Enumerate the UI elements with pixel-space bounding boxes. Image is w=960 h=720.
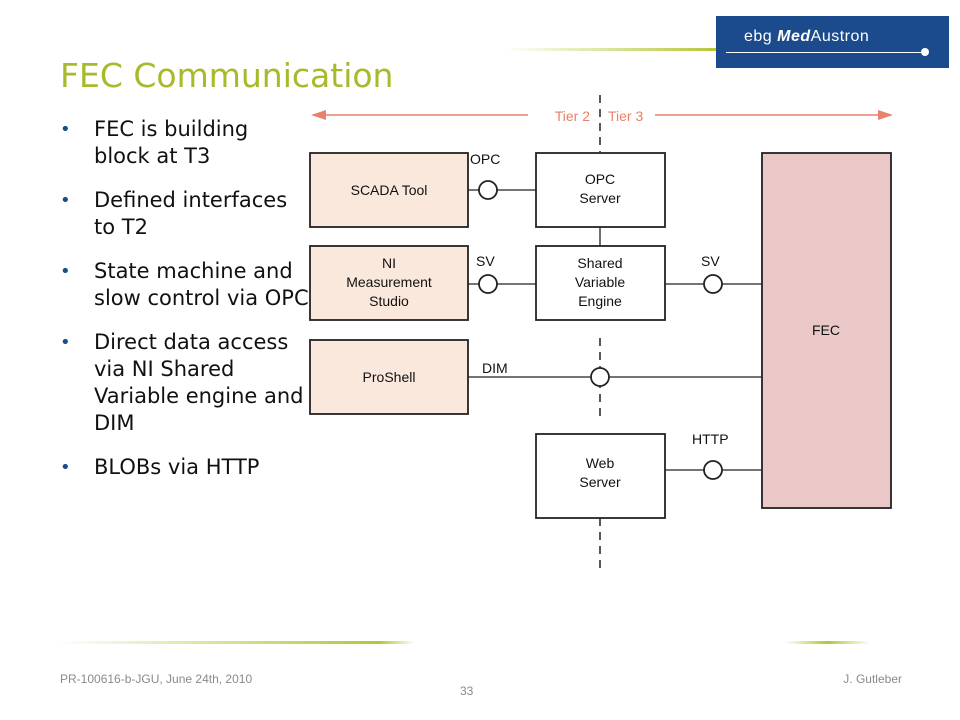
sv-right-interface-label: SV — [701, 253, 720, 269]
logo-dot — [921, 48, 929, 56]
page-number: 33 — [460, 684, 474, 698]
bullet-item: •State machine and slow control via OPC — [60, 259, 309, 310]
scada-tool-label: SCADA Tool — [351, 182, 428, 198]
http-interface-icon — [703, 460, 723, 480]
opc-interface-icon — [478, 180, 498, 200]
opc-interface-label: OPC — [470, 151, 500, 167]
slide-title: FEC Communication — [60, 56, 394, 95]
tier3-arrowhead — [878, 110, 893, 120]
sv-left-interface-label: SV — [476, 253, 495, 269]
web-server-label-line2: Server — [579, 474, 621, 490]
footer-author: J. Gutleber — [843, 672, 902, 686]
logo-text: ebg MedAustron — [744, 28, 870, 45]
dim-interface-icon — [590, 367, 610, 387]
sve-label-line2: Variable — [575, 274, 626, 290]
sve-label-line1: Shared — [577, 255, 622, 271]
sv-left-interface-icon — [478, 274, 498, 294]
opc-server-box — [535, 152, 666, 228]
bullet-icon: • — [60, 119, 71, 140]
sve-label-line3: Engine — [578, 293, 622, 309]
scada-tool-box — [309, 152, 469, 228]
bullet-item: •Defined interfaces to T2 — [60, 188, 288, 239]
logo-rule — [726, 52, 926, 53]
web-server-box — [535, 433, 666, 519]
dim-interface-label: DIM — [482, 360, 508, 376]
proshell-label: ProShell — [363, 369, 416, 385]
logo-accent-line — [505, 48, 720, 51]
fec-label: FEC — [812, 322, 840, 338]
footer-accent-line-left — [55, 641, 415, 644]
bullet-icon: • — [60, 332, 71, 353]
footer-accent-line-right — [785, 641, 870, 644]
bullet-item: •FEC is building block at T3 — [60, 117, 249, 168]
medaustron-logo: ebg MedAustron — [716, 16, 949, 68]
tier2-arrowhead — [311, 110, 326, 120]
opc-server-label-line1: OPC — [585, 171, 615, 187]
shared-variable-engine-box — [535, 245, 666, 321]
bullet-list: •FEC is building block at T3 •Defined in… — [60, 116, 310, 498]
sv-right-interface-icon — [703, 274, 723, 294]
fec-box — [761, 152, 892, 509]
proshell-box — [309, 339, 469, 415]
footer-reference: PR-100616-b-JGU, June 24th, 2010 — [60, 672, 253, 686]
bullet-icon: • — [60, 261, 71, 282]
bullet-item: •Direct data access via NI Shared Variab… — [60, 330, 304, 435]
ni-label-line1: NI — [382, 255, 396, 271]
tier2-label: Tier 2 — [555, 108, 590, 124]
http-interface-label: HTTP — [692, 431, 729, 447]
ni-label-line3: Studio — [369, 293, 409, 309]
ni-label-line2: Measurement — [346, 274, 432, 290]
bullet-icon: • — [60, 190, 71, 211]
bullet-item: •BLOBs via HTTP — [60, 455, 260, 479]
ni-measurement-studio-box — [309, 245, 469, 321]
web-server-label-line1: Web — [586, 455, 615, 471]
bullet-icon: • — [60, 457, 71, 478]
opc-server-label-line2: Server — [579, 190, 621, 206]
tier3-label: Tier 3 — [608, 108, 643, 124]
